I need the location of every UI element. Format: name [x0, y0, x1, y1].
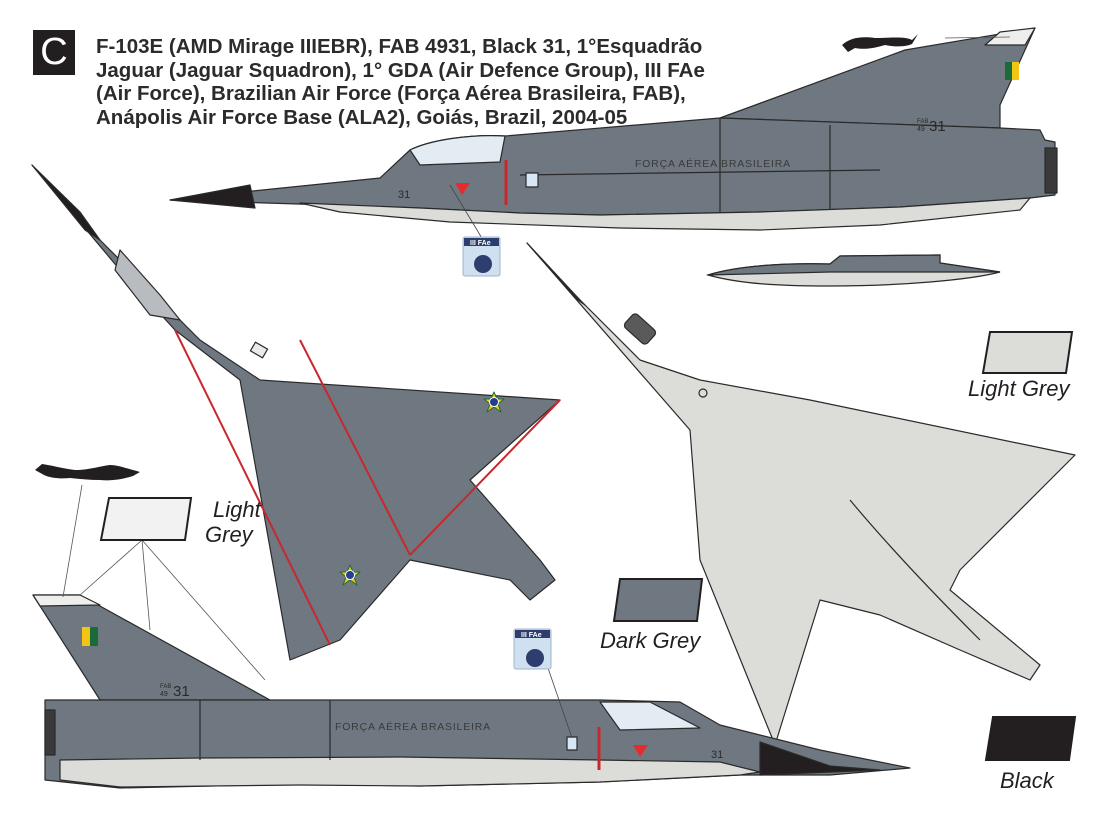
fin-tip-light-top: [984, 27, 1036, 46]
fin-flag-yellow: [82, 627, 90, 646]
swatch-light-grey-white: [99, 497, 193, 541]
callout-line: [62, 484, 83, 598]
squadron-emblem-bottom: [633, 745, 648, 757]
fin-serial-small-top-top: FAB: [917, 119, 928, 125]
callout-line: [79, 539, 143, 596]
swatch-label-line: Grey: [205, 522, 253, 547]
fin-flag-green: [1005, 62, 1012, 80]
swatch-label-black: Black: [1000, 768, 1054, 793]
fin-tip-light-bottom: [32, 594, 101, 607]
upper-surface-plan-view: [31, 164, 561, 661]
side-profile-bottom: FORÇA AÉREA BRASILEIRA 31 FAB 49 31: [32, 594, 911, 789]
fuselage-underside-bottom-profile: [59, 756, 761, 788]
red-edge-line: [409, 399, 561, 556]
fuselage-plan-lower: [526, 242, 1076, 746]
side-profile-top: FORÇA AÉREA BRASILEIRA 31 FAB 49 31: [169, 27, 1058, 231]
fin-flag-green: [90, 627, 98, 646]
red-edge-line: [174, 329, 331, 646]
fin-serial-large-bottom: 31: [173, 683, 190, 700]
title-line: Anápolis Air Force Base (ALA2), Goiás, B…: [96, 105, 628, 129]
swatch-light-grey: [981, 331, 1074, 374]
jaguar-emblem-icon: [35, 464, 140, 481]
callout-line: [141, 539, 266, 681]
nose-cone-top-profile: [169, 184, 256, 209]
nose-cone-bottom-profile: [759, 741, 881, 776]
swatch-dark-grey: [612, 578, 704, 622]
fin-flag-yellow: [1012, 62, 1019, 80]
title-line: Jaguar (Jaguar Squadron), 1° GDA (Air De…: [96, 58, 705, 82]
lower-belly-line: [849, 499, 981, 641]
squadron-emblem-top: [455, 183, 470, 195]
nose-number-top: 31: [398, 189, 410, 201]
white-panel: [249, 341, 269, 359]
roundel-icon: [483, 391, 505, 413]
swatch-label-light-grey-white: Light Grey: [205, 497, 261, 547]
swatch-black: [984, 716, 1077, 761]
lower-intake-panel: [623, 313, 657, 345]
canopy-bottom-profile: [599, 701, 701, 731]
nose-plan-upper: [31, 164, 101, 241]
callout-line: [141, 539, 151, 631]
nose-plan-lower: [526, 242, 586, 306]
callout-line: [944, 36, 1011, 39]
swatch-label-dark-grey: Dark Grey: [600, 628, 701, 653]
fin-serial-small-top-bottom: FAB: [160, 684, 171, 690]
roundel-icon: [339, 564, 361, 586]
exhaust-nozzle-top-profile: [1044, 147, 1058, 194]
fin-serial-small-bottom-top: 49: [917, 126, 925, 133]
external-fuel-tank: [705, 254, 1001, 287]
exhaust-nozzle-bottom-profile: [44, 709, 56, 756]
fuselage-text-bottom: FORÇA AÉREA BRASILEIRA: [335, 720, 491, 733]
lower-roundel-mark: [698, 388, 708, 398]
badge-text-bottom: III FAe: [521, 632, 542, 639]
panel-line: [519, 169, 881, 176]
lower-surface-plan-view: [526, 242, 1076, 746]
swatch-label-line: Light: [213, 497, 261, 522]
fuselage-text-top: FORÇA AÉREA BRASILEIRA: [635, 157, 791, 170]
title-line: F-103E (AMD Mirage IIIEBR), FAB 4931, Bl…: [96, 35, 703, 58]
canopy-top-profile: [409, 135, 506, 166]
variant-letter-badge: C: [33, 30, 75, 75]
profile-title: F-103E (AMD Mirage IIIEBR), FAB 4931, Bl…: [96, 35, 816, 129]
red-edge-line: [299, 339, 411, 556]
nose-number-bottom: 31: [711, 749, 723, 761]
jaguar-emblem-icon: [842, 34, 918, 52]
small-badge-bottom: [566, 736, 578, 751]
fin-bottom-profile: [32, 594, 271, 701]
iii-fae-badge-top: III FAe: [449, 184, 501, 277]
canopy-plan-upper: [114, 249, 181, 321]
fuselage-underside-top-profile: [299, 197, 1031, 231]
fin-serial-small-bottom-bottom: 49: [160, 691, 168, 698]
iii-fae-badge-bottom: III FAe: [513, 628, 573, 739]
badge-text-top: III FAe: [470, 240, 491, 247]
fin-serial-large-top: 31: [929, 118, 946, 135]
title-line: (Air Force), Brazilian Air Force (Força …: [96, 82, 686, 106]
small-badge-top: [525, 172, 539, 188]
swatch-label-light-grey: Light Grey: [968, 376, 1070, 401]
